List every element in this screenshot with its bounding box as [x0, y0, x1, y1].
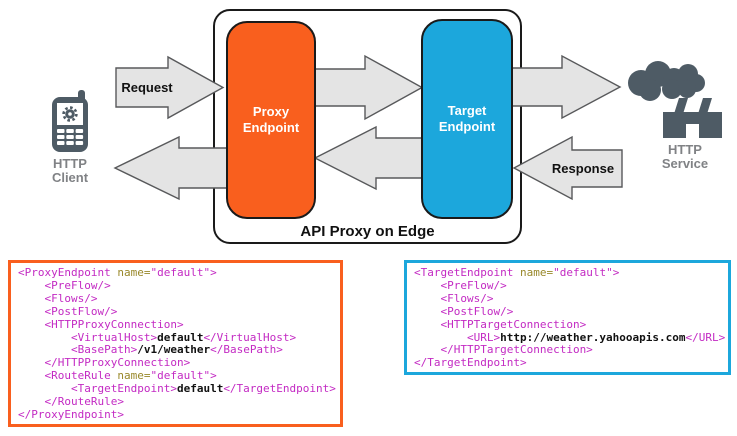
http-service-label-line1: HTTP [668, 142, 702, 157]
api-proxy-container-label: API Proxy on Edge [300, 223, 435, 240]
code-line: <VirtualHost>default</VirtualHost> [18, 330, 297, 344]
target-to-service-arrow [505, 54, 622, 120]
code-line: <TargetEndpoint name="default"> [414, 266, 620, 279]
code-line: <PreFlow/> [414, 278, 507, 292]
proxy-endpoint-label-line1: Proxy [252, 104, 290, 119]
http-service-label-line2: Service [661, 156, 709, 171]
proxy-endpoint-code-block: <ProxyEndpoint name="default"> <PreFlow/… [8, 260, 343, 427]
proxy-endpoint-box [226, 21, 316, 219]
code-line: <HTTPProxyConnection> [18, 317, 184, 331]
code-line: <RouteRule name="default"> [18, 369, 217, 383]
http-client-label-line1: HTTP [53, 156, 87, 171]
proxy-to-target-arrow [309, 54, 424, 121]
code-line: <URL>http://weather.yahooapis.com</URL> [414, 330, 726, 344]
http-client-label-line2: Client [51, 170, 89, 185]
code-line: <BasePath>/v1/weather</BasePath> [18, 343, 283, 357]
code-line: </TargetEndpoint> [414, 356, 527, 370]
request-label: Request [121, 80, 173, 95]
code-line: <TargetEndpoint>default</TargetEndpoint> [18, 382, 336, 396]
code-line: <ProxyEndpoint name="default"> [18, 266, 217, 279]
api-proxy-flow-diagram: Request Response Proxy Endpoint Target E… [30, 9, 725, 244]
code-line: <PostFlow/> [18, 304, 118, 318]
target-endpoint-box [421, 19, 513, 219]
request-arrow [115, 55, 225, 120]
code-line: <HTTPTargetConnection> [414, 317, 587, 331]
proxy-endpoint-label-line2: Endpoint [242, 120, 300, 135]
response-arrow [512, 135, 623, 201]
target-endpoint-label: Target Endpoint [422, 103, 512, 135]
proxy-endpoint-label: Proxy Endpoint [227, 104, 315, 136]
code-line: <PostFlow/> [414, 304, 514, 318]
mobile-client-icon [52, 90, 88, 152]
response-label: Response [551, 161, 615, 176]
http-service-label: HTTP Service [645, 143, 725, 171]
code-line: </HTTPProxyConnection> [18, 356, 191, 370]
target-endpoint-label-line1: Target [447, 103, 487, 118]
code-line: </RouteRule> [18, 395, 124, 409]
code-line: </ProxyEndpoint> [18, 407, 124, 421]
target-endpoint-code-block: <TargetEndpoint name="default"> <PreFlow… [404, 260, 731, 375]
code-line: <PreFlow/> [18, 278, 111, 292]
code-line: </HTTPTargetConnection> [414, 343, 593, 357]
factory-service-icon [628, 61, 722, 138]
code-line: <Flows/> [414, 291, 494, 305]
http-client-label: HTTP Client [30, 157, 110, 185]
code-line: <Flows/> [18, 291, 98, 305]
target-endpoint-label-line2: Endpoint [438, 119, 496, 134]
diagram-shapes [52, 9, 722, 244]
